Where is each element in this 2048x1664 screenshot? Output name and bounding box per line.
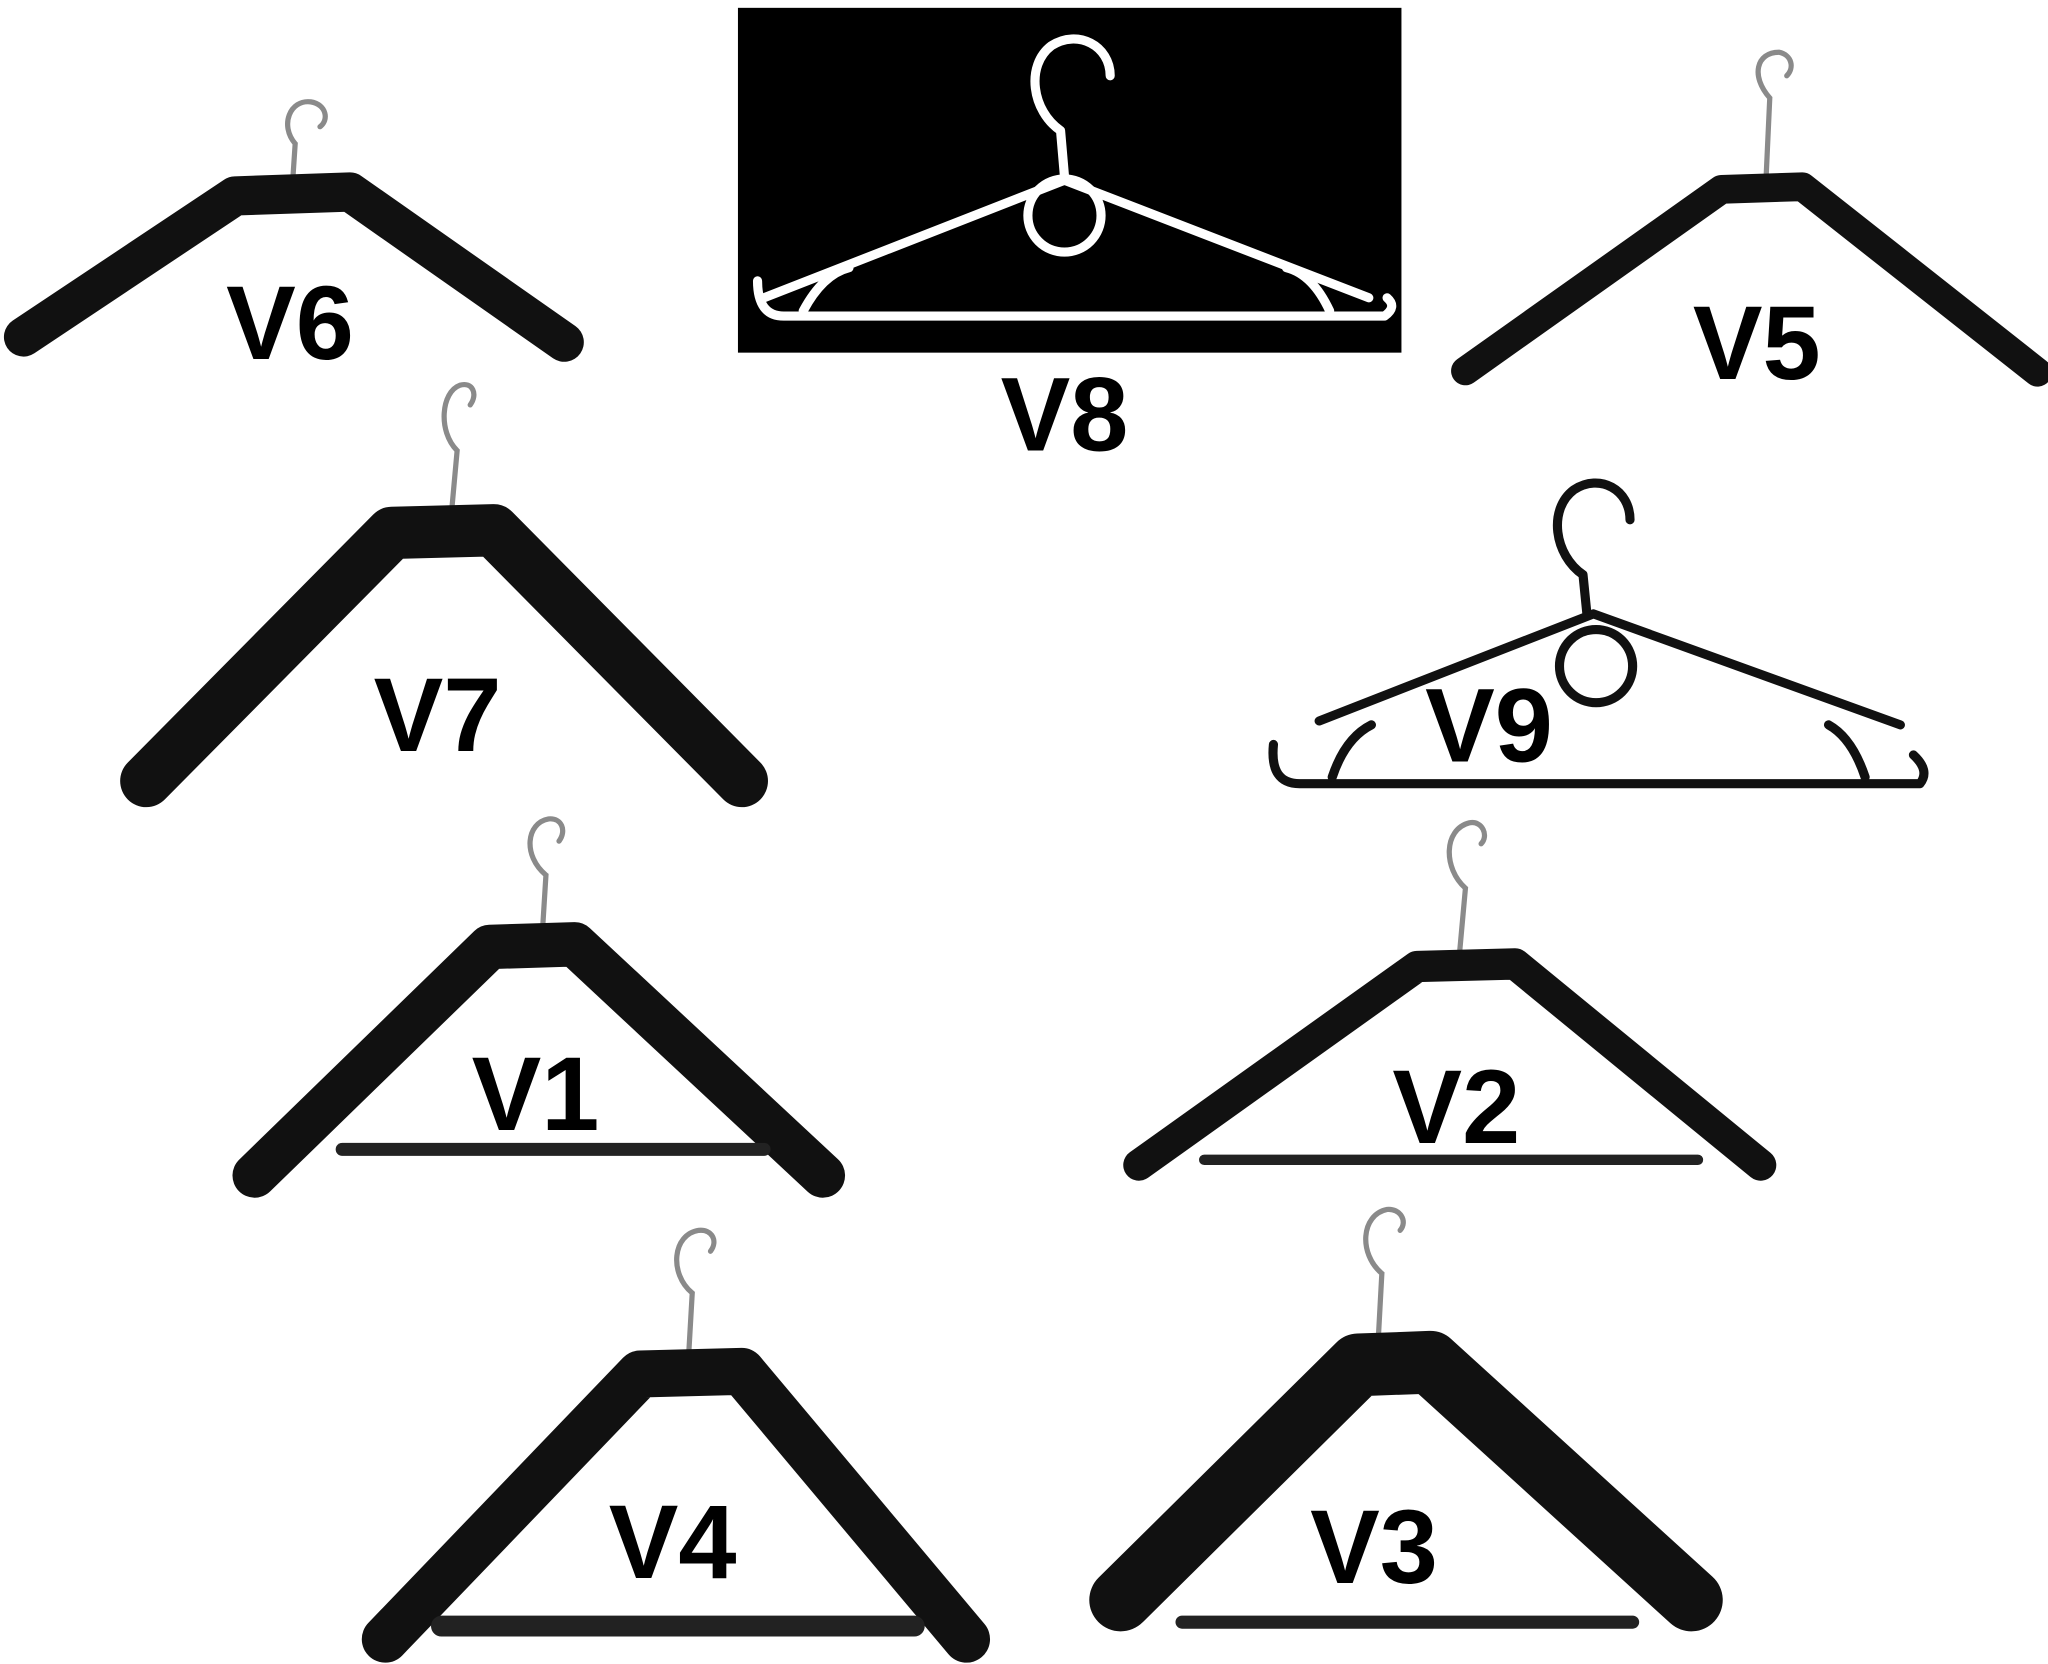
hanger-v9: V9 — [1268, 478, 1929, 789]
label-v7: V7 — [374, 657, 502, 774]
label-v1: V1 — [472, 1036, 600, 1153]
hanger-v7: V7 — [120, 382, 768, 808]
label-v6: V6 — [226, 265, 354, 382]
label-v3: V3 — [1310, 1489, 1438, 1606]
hanger-v1: V1 — [232, 816, 846, 1198]
label-v4: V4 — [609, 1484, 737, 1601]
hanger-v6: V6 — [3, 99, 584, 382]
label-v2: V2 — [1392, 1049, 1520, 1166]
hanger-v5: V5 — [1451, 49, 2048, 402]
hanger-v4: V4 — [361, 1227, 991, 1663]
label-v8: V8 — [1001, 357, 1129, 474]
label-v5: V5 — [1693, 285, 1821, 402]
hanger-v2: V2 — [1123, 820, 1777, 1181]
hanger-v8: V8 — [737, 7, 1402, 474]
label-v9: V9 — [1425, 667, 1553, 784]
hanger-v3: V3 — [1089, 1206, 1723, 1632]
